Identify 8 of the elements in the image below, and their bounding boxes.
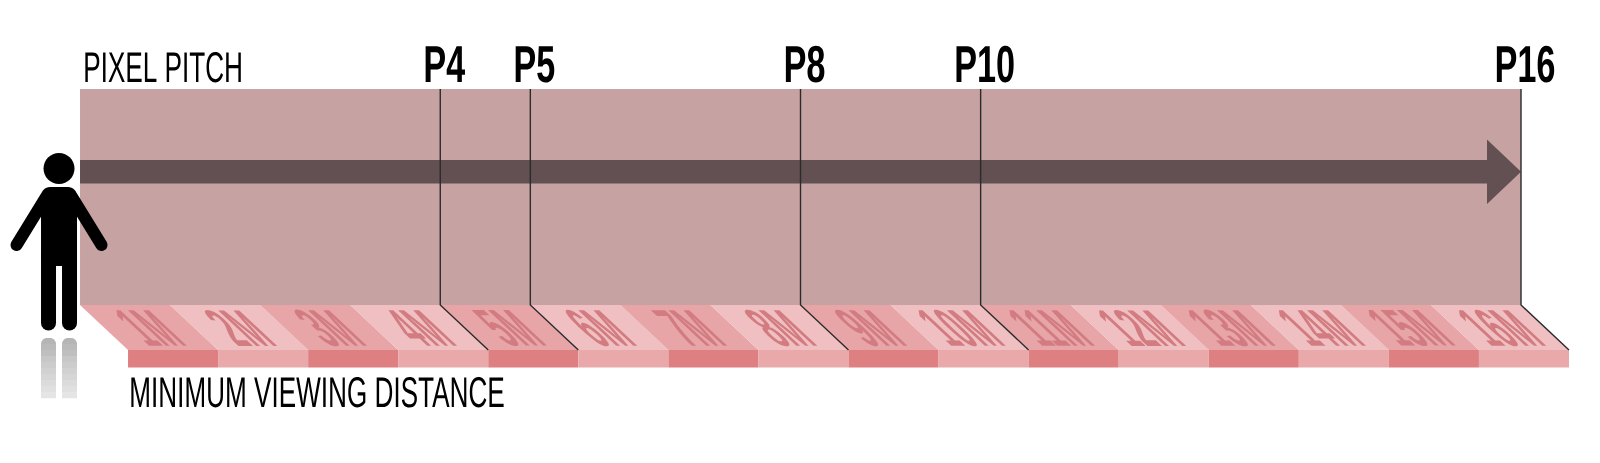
pitch-label: P10 <box>956 45 1014 83</box>
floor-tile: 16M <box>1430 305 1569 368</box>
axis-title: MINIMUM VIEWING DISTANCE <box>131 377 504 408</box>
pitch-label: P16 <box>1496 45 1555 83</box>
pitch-label: P8 <box>785 45 825 83</box>
axis-title: PIXEL PITCH <box>85 52 241 83</box>
pitch-label: P4 <box>425 46 465 82</box>
pitch-label: P5 <box>515 46 555 83</box>
